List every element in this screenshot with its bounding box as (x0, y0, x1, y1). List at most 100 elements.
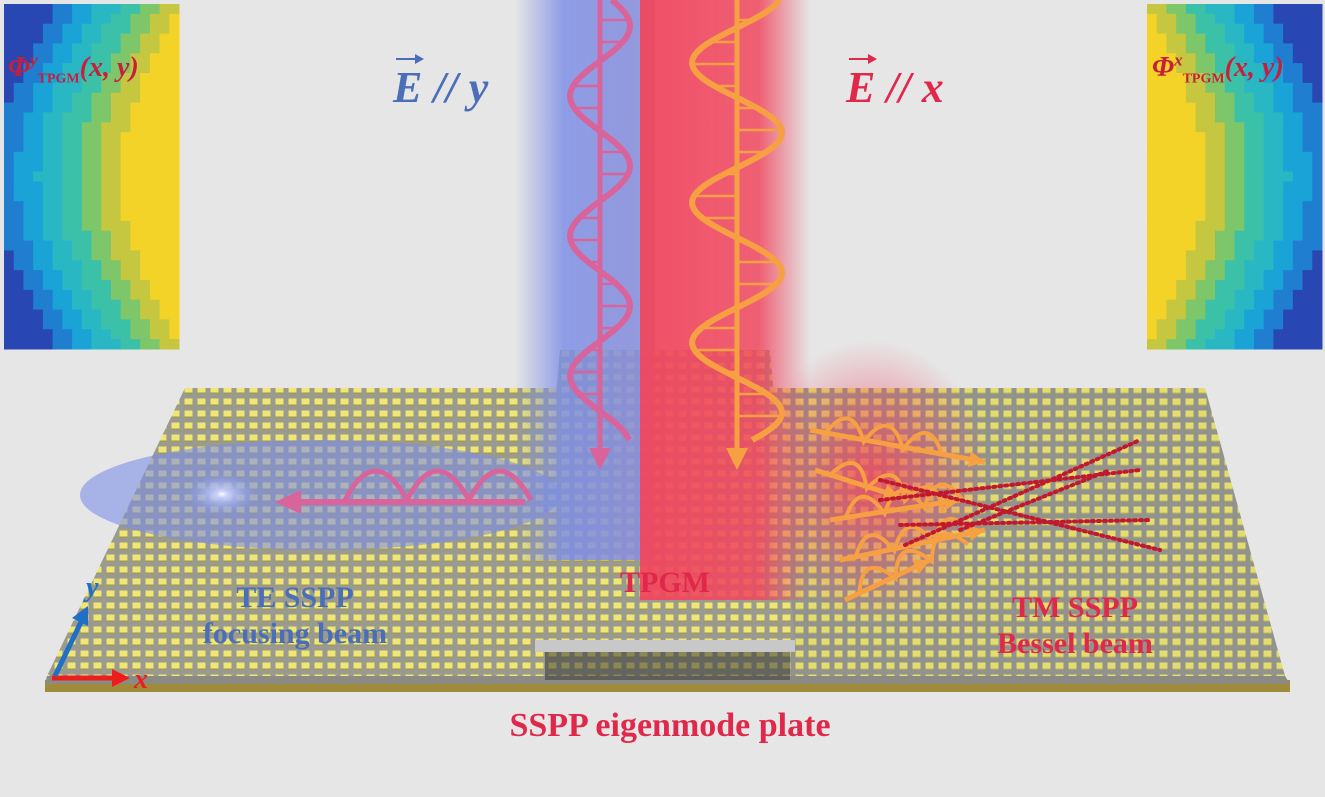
phase-cell (1273, 181, 1284, 192)
phase-cell (52, 201, 63, 212)
phase-cell (91, 329, 102, 340)
phase-cell (1205, 289, 1216, 301)
phase-cell (23, 201, 34, 212)
phase-cell (42, 132, 54, 143)
phase-cell (130, 309, 141, 320)
phase-cell (23, 171, 34, 182)
phase-cell (72, 132, 83, 143)
phase-cell (81, 211, 92, 222)
phase-cell (1302, 339, 1313, 350)
phase-cell (169, 329, 180, 340)
phase-cell (169, 280, 180, 291)
phase-cell (1176, 13, 1187, 25)
phase-cell (91, 23, 102, 35)
phase-cell (169, 161, 180, 173)
phase-cell (1244, 102, 1255, 113)
phase-cell (42, 191, 54, 202)
phase-cell (72, 270, 83, 281)
phase-cell (1302, 211, 1313, 222)
phase-cell (1234, 289, 1245, 301)
tm-wave-hump (853, 516, 975, 560)
phase-cell (110, 211, 122, 222)
phase-cell (81, 4, 92, 15)
phase-cell (1147, 142, 1158, 153)
phase-cell (91, 270, 102, 281)
phase-cell (62, 240, 73, 251)
phase-cell (23, 151, 34, 163)
phase-cell (130, 122, 141, 133)
phase-cell (1283, 102, 1294, 113)
phase-cell (1224, 201, 1235, 212)
phase-cell (72, 122, 83, 133)
phase-cell (101, 191, 112, 202)
phase-label-y: ΦyTPGM(x, y) (8, 50, 139, 87)
phase-cell (13, 151, 24, 163)
phase-cell (1176, 289, 1187, 301)
phase-cell (1215, 63, 1226, 74)
phase-cell (91, 181, 102, 192)
phase-cell (1176, 73, 1187, 84)
phase-cell (101, 92, 112, 104)
phase-cell (140, 63, 151, 74)
phase-cell (72, 151, 83, 163)
phase-cell (1253, 151, 1265, 163)
phase-cell (13, 63, 24, 74)
phase-cell (169, 181, 180, 192)
phase-cell (1215, 211, 1226, 222)
phase-cell (1195, 309, 1206, 320)
phase-cell (81, 73, 92, 84)
phase-cell (1215, 309, 1226, 320)
phase-cell (140, 289, 151, 301)
phase-cell (110, 240, 122, 251)
phase-cell (62, 260, 73, 271)
phase-cell (72, 319, 83, 330)
phase-cell (1263, 142, 1274, 153)
phase-cell (1283, 63, 1294, 74)
phase-cell (1253, 270, 1265, 281)
phase-cell (4, 161, 15, 173)
phase-cell (169, 82, 180, 94)
phase-cell (1224, 13, 1235, 25)
phase-cell (149, 102, 161, 113)
phase-cell (81, 82, 92, 94)
phase-cell (1156, 161, 1167, 173)
phase-cell (4, 181, 15, 192)
tm-sspp-label: TM SSPP Bessel beam (997, 591, 1153, 660)
phase-cell (1176, 191, 1187, 202)
phase-cell (1147, 250, 1158, 261)
axis-x-label: x (134, 664, 148, 695)
phase-cell (1244, 220, 1255, 232)
phase-cell (23, 280, 34, 291)
phase-cell (52, 339, 63, 350)
phase-cell (1195, 112, 1206, 123)
phase-cell (1224, 309, 1235, 320)
phase-cell (4, 211, 15, 222)
phase-cell (1283, 13, 1294, 25)
phase-cell (1283, 240, 1294, 251)
phase-cell (23, 339, 34, 350)
phase-cell (13, 329, 24, 340)
phase-cell (1176, 43, 1187, 54)
phase-cell (1224, 33, 1235, 44)
phase-cell (1244, 53, 1255, 64)
phase-cell (1205, 171, 1216, 182)
phase-cell (1215, 171, 1226, 182)
phase-cell (1302, 122, 1313, 133)
phase-cell (1215, 201, 1226, 212)
phase-cell (159, 240, 170, 251)
phase-cell (110, 289, 122, 301)
phase-cell (1234, 319, 1245, 330)
phase-cell (1273, 151, 1284, 163)
phase-cell (1273, 339, 1284, 350)
phase-cell (169, 211, 180, 222)
phase-cell (13, 270, 24, 281)
phase-cell (1234, 211, 1245, 222)
phase-cell (52, 309, 63, 320)
phase-cell (140, 201, 151, 212)
phase-cell (159, 122, 170, 133)
phase-cell (23, 33, 34, 44)
phase-cell (1147, 23, 1158, 35)
phase-cell (1224, 132, 1235, 143)
phase-cell (72, 53, 83, 64)
phase-cell (81, 230, 92, 242)
